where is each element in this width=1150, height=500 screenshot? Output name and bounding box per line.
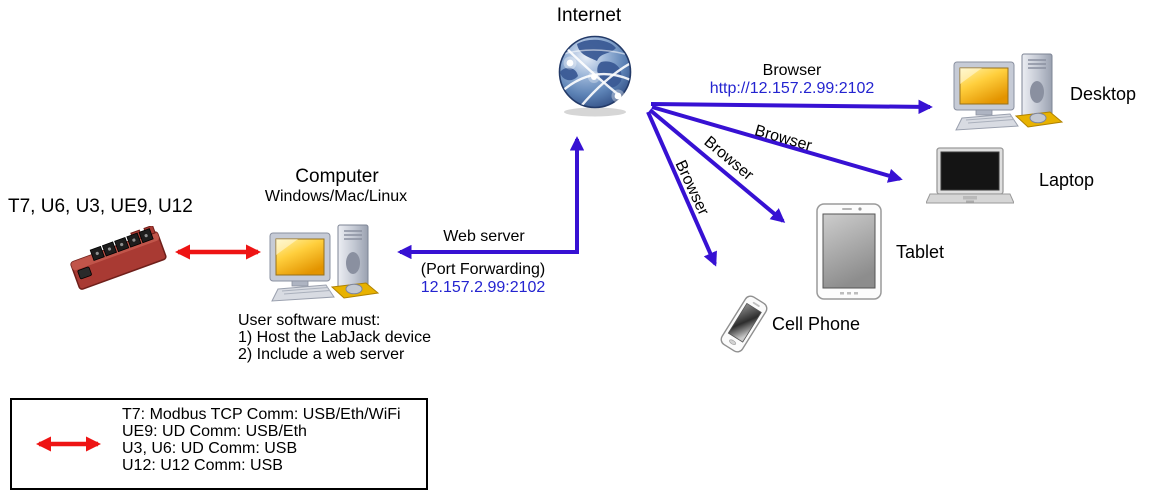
computer-note-line-3: 2) Include a web server: [238, 346, 405, 363]
desktop-label: Desktop: [1070, 84, 1137, 104]
tablet-icon: [816, 203, 882, 300]
computer-note-line-2: 1) Host the LabJack device: [238, 329, 431, 346]
legend-line-u3-u6: U3, U6: UD Comm: USB: [122, 440, 298, 457]
desktop-browser-label: Browser: [762, 62, 822, 79]
laptop-browser-label: Browser: [752, 122, 814, 155]
host-computer-icon: [269, 224, 380, 302]
computer-label: Computer: [295, 166, 379, 187]
phone-browser-label: Browser: [671, 157, 712, 219]
computer-os-label: Windows/Mac/Linux: [264, 188, 408, 205]
labjack-models-label: T7, U6, U3, UE9, U12: [8, 196, 193, 217]
internet-globe-icon: [558, 35, 632, 117]
port-forwarding-label: (Port Forwarding): [420, 261, 546, 278]
server-address-label: 12.157.2.99:2102: [420, 279, 546, 296]
internet-label: Internet: [556, 5, 622, 26]
computer-note-line-1: User software must:: [238, 312, 381, 329]
laptop-icon: [926, 147, 1014, 204]
cell-phone-icon: [720, 295, 768, 353]
legend-line-u12: U12: U12 Comm: USB: [122, 457, 283, 474]
desktop-computer-icon: [953, 53, 1064, 131]
legend-line-t7: T7: Modbus TCP Comm: USB/Eth/WiFi: [122, 406, 401, 423]
laptop-label: Laptop: [1039, 170, 1095, 190]
cell-phone-label: Cell Phone: [772, 314, 861, 334]
internet-desktop-arrow: [650, 99, 933, 115]
legend-line-ue9: UE9: UD Comm: USB/Eth: [122, 423, 307, 440]
labjack-device-icon: [70, 226, 167, 290]
web-server-label: Web server: [443, 228, 525, 245]
desktop-browser-url: http://12.157.2.99:2102: [709, 80, 875, 97]
tablet-label: Tablet: [896, 242, 945, 262]
